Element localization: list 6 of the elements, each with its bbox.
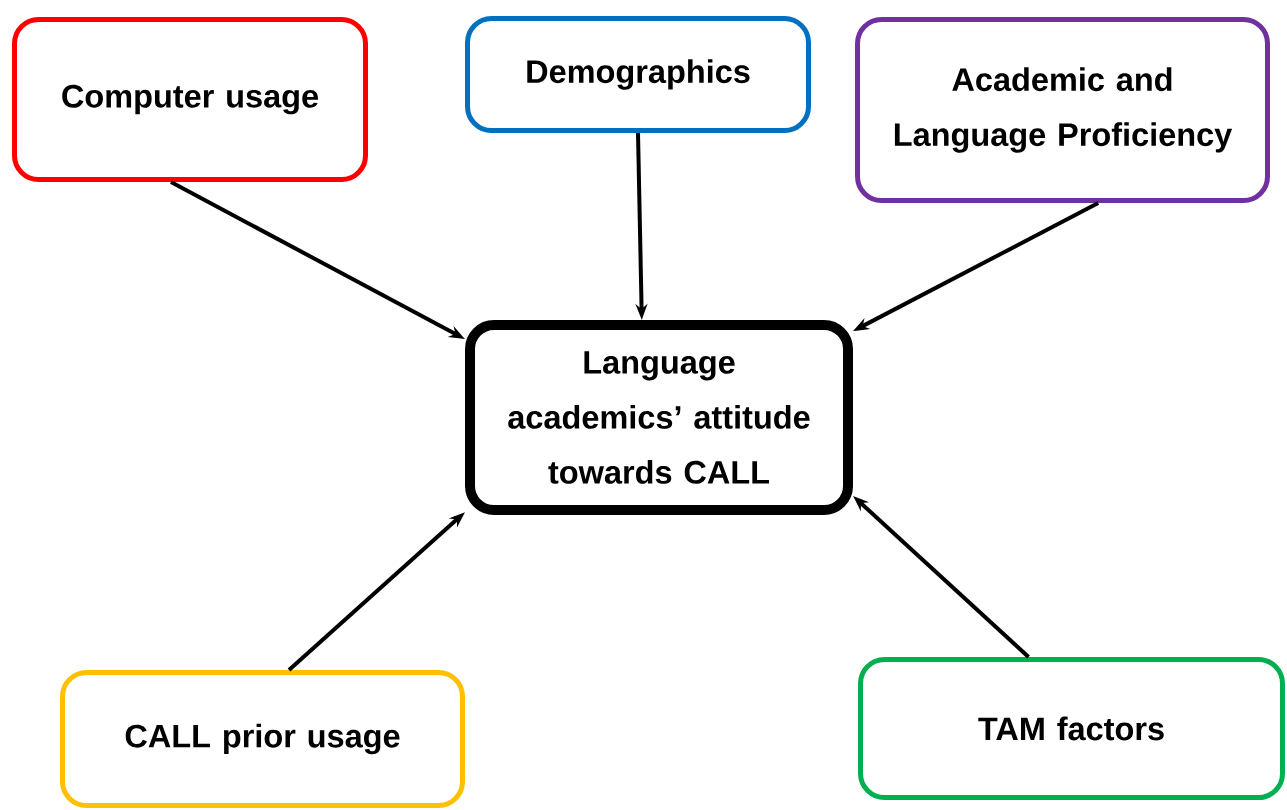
factor-box: CALL prior usage <box>60 670 465 808</box>
factor-box: TAM factors <box>858 657 1285 800</box>
factor-box: Academic and Language Proficiency <box>855 17 1270 203</box>
factor-box: Demographics <box>465 16 811 133</box>
factor-box: Computer usage <box>12 17 368 182</box>
central-box: Language academics’ attitude towards CALL <box>465 320 853 515</box>
